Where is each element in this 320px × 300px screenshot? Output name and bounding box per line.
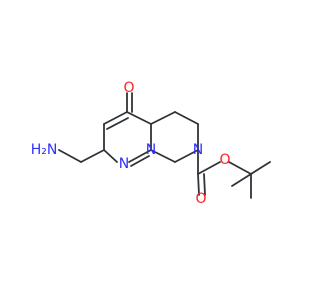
bond [58,149,82,163]
molecule-canvas: O N N N O O H₂N [30,80,271,207]
bond [231,173,252,187]
bond [203,173,206,196]
bond [80,149,105,163]
bond [130,155,150,167]
bond [174,111,199,125]
bond [174,149,199,163]
bond [126,111,152,125]
ring-nitrogen-label-1: N [146,142,156,158]
bond [150,149,176,163]
bond [250,161,271,175]
piperazine-nitrogen-label: N [193,142,203,158]
amine-group-label: H₂N [31,142,58,158]
chemical-structure: O N N N O O H₂N [31,80,271,207]
bond [197,173,200,196]
bond [197,161,221,175]
ester-oxygen-label: O [219,152,230,168]
ring-nitrogen-label-2: N [119,156,129,172]
carbonyl-oxygen-label-2: O [195,191,206,207]
bond [128,149,152,163]
bond [150,111,176,125]
bond [103,111,128,125]
bond [103,149,118,163]
bond [228,161,252,175]
carbonyl-oxygen-label: O [123,80,134,96]
bond [106,117,129,130]
